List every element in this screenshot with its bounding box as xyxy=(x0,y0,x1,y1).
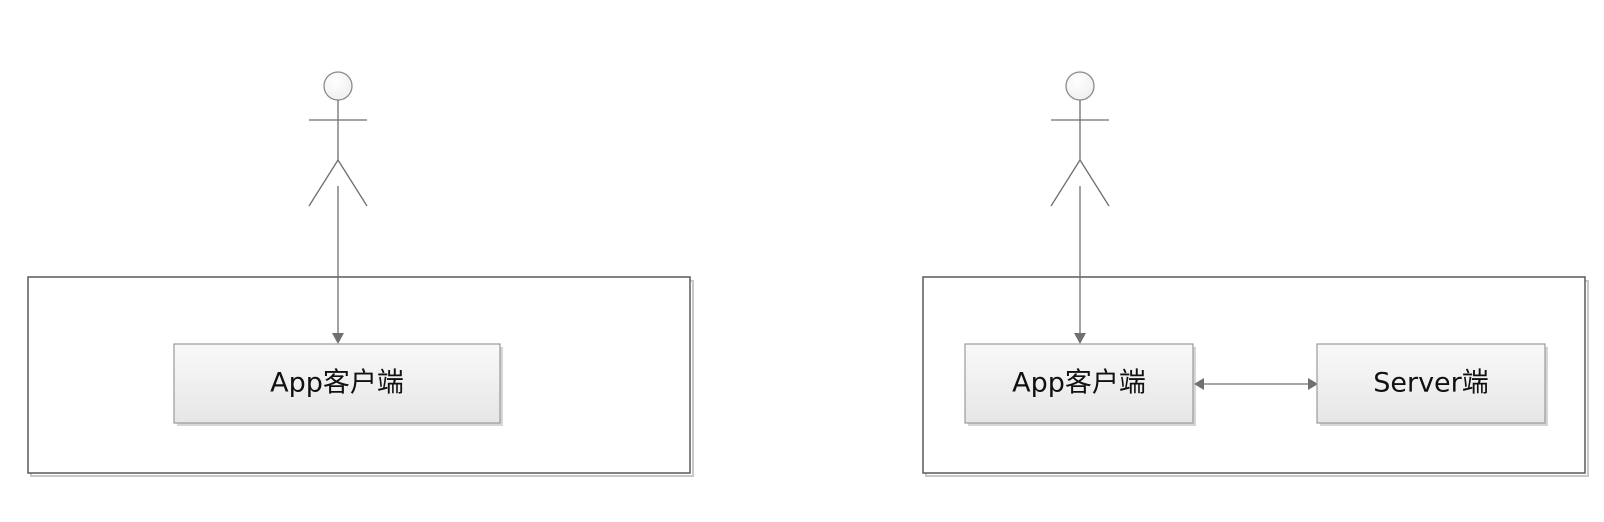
node-box xyxy=(173,343,501,424)
actor-head xyxy=(1065,71,1095,101)
panel-left: App客户端 xyxy=(27,71,694,477)
node-box xyxy=(1316,343,1546,424)
actor-leg-right xyxy=(337,159,368,207)
actor-leg-left xyxy=(1050,159,1081,207)
node-app-client-right: App客户端 xyxy=(964,343,1196,426)
node-server: Server端 xyxy=(1316,343,1548,426)
actor-head xyxy=(323,71,353,101)
node-box xyxy=(964,343,1194,424)
arrowhead-right xyxy=(1308,378,1318,390)
actor-user-right xyxy=(1050,71,1110,207)
actor-leg-right xyxy=(1079,159,1110,207)
actor-leg-left xyxy=(308,159,339,207)
panel-right: App客户端 Server端 xyxy=(922,71,1589,477)
node-label: App客户端 xyxy=(1012,368,1146,399)
actor-user-left xyxy=(308,71,368,207)
node-label: Server端 xyxy=(1373,368,1489,399)
node-app-client-left: App客户端 xyxy=(173,343,503,426)
node-label: App客户端 xyxy=(270,368,404,399)
arrowhead-down xyxy=(1074,333,1086,344)
arrowhead-down xyxy=(332,333,344,344)
arrowhead-left xyxy=(1194,378,1204,390)
system-boundary-left xyxy=(27,276,691,474)
